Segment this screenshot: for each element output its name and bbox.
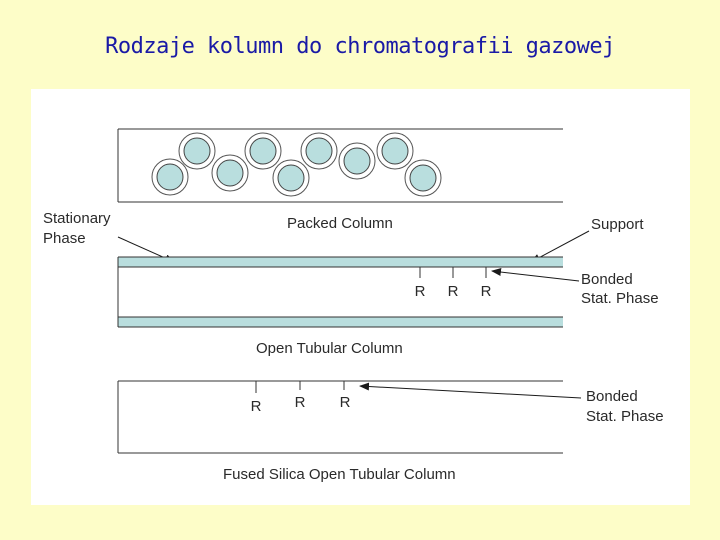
open-tubular-coating-bottom	[118, 317, 563, 327]
bonded-group-r: R	[448, 283, 459, 300]
bonded-group-r: R	[295, 394, 306, 411]
fused-silica-label: Fused Silica Open Tubular Column	[223, 466, 456, 483]
stationary-phase-label-line1: Stationary	[43, 210, 111, 227]
packing-particle	[300, 132, 338, 170]
bonded-group-r: R	[481, 283, 492, 300]
packed-column	[117, 128, 563, 203]
packing-particle	[151, 158, 189, 196]
packed-column-label: Packed Column	[287, 215, 393, 232]
packing-particles	[151, 132, 442, 197]
packing-particle	[211, 154, 249, 192]
bonded-phase-label-1-line2: Stat. Phase	[581, 290, 659, 307]
slide-title: Rodzaje kolumn do chromatografii gazowej	[105, 34, 615, 59]
column-diagram-panel: Packed Column Stationary Phase Support R…	[31, 89, 690, 505]
bonded-phase-arrow-1	[491, 268, 580, 282]
packing-particle	[376, 132, 414, 170]
fused-silica-column	[117, 380, 563, 454]
support-label: Support	[591, 216, 644, 233]
packing-particle	[338, 142, 376, 180]
column-diagram: Packed Column Stationary Phase Support R…	[43, 128, 664, 483]
bonded-group-r: R	[340, 394, 351, 411]
bonded-phase-label-2-line1: Bonded	[586, 388, 638, 405]
open-tubular-coating-top	[118, 257, 563, 267]
open-tubular-column	[117, 256, 563, 328]
packing-particle	[244, 132, 282, 170]
bonded-group-r: R	[251, 398, 262, 415]
bonded-group-r: R	[415, 283, 426, 300]
bonded-phase-label-1-line1: Bonded	[581, 271, 633, 288]
bonded-phase-label-2-line2: Stat. Phase	[586, 408, 664, 425]
open-tubular-label: Open Tubular Column	[256, 340, 403, 357]
packing-particle	[404, 159, 442, 197]
packing-particle	[178, 132, 216, 170]
bonded-phase-arrow-2	[359, 382, 582, 399]
packing-particle	[272, 159, 310, 197]
stationary-phase-label-line2: Phase	[43, 230, 86, 247]
